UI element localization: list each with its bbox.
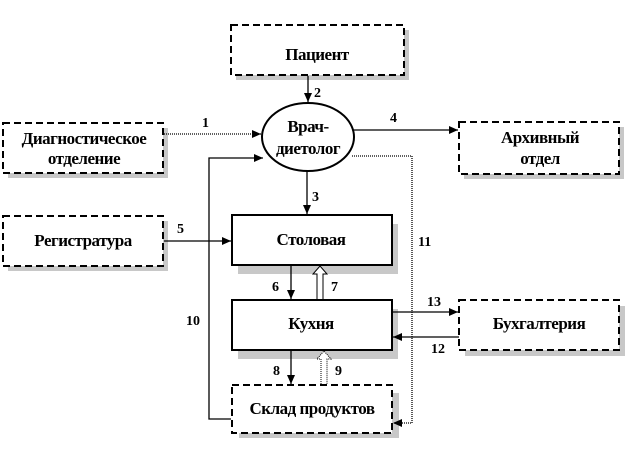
node-dietitian-label-line1: Врач-: [287, 117, 329, 136]
node-diagnostic-label-line2: отделение: [48, 149, 121, 168]
edge-7-label: 7: [331, 280, 338, 295]
edge-2-label: 2: [314, 86, 321, 101]
edge-12: 12: [393, 333, 459, 357]
node-diagnostic-label-line1: Диагностическое: [22, 129, 148, 148]
edge-5-label: 5: [177, 222, 184, 237]
edge-6: 6: [272, 266, 295, 299]
node-dietitian: Врач- диетолог: [261, 102, 355, 172]
node-archive: Архивный отдел: [458, 121, 624, 179]
edge-13: 13: [393, 295, 458, 316]
node-archive-label-line2: отдел: [520, 149, 561, 168]
edge-4: 4: [352, 111, 458, 134]
edge-9-label: 9: [335, 364, 342, 379]
edge-3-label: 3: [312, 190, 319, 205]
edge-2: 2: [304, 76, 321, 102]
node-accounting-label: Бухгалтерия: [493, 314, 586, 333]
node-warehouse: Склад продуктов: [231, 384, 399, 438]
edge-1: 1: [164, 116, 261, 138]
edge-1-label: 1: [202, 116, 209, 131]
edge-8: 8: [273, 351, 295, 384]
node-dietitian-label-line2: диетолог: [276, 139, 341, 158]
node-patient-label: Пациент: [285, 45, 350, 64]
node-accounting: Бухгалтерия: [458, 299, 625, 356]
node-diagnostic: Диагностическое отделение: [2, 122, 168, 178]
edge-6-label: 6: [272, 280, 279, 295]
node-canteen: Столовая: [231, 214, 398, 274]
node-kitchen-label: Кухня: [288, 314, 334, 333]
edge-11-label: 11: [418, 235, 431, 250]
edge-4-label: 4: [390, 111, 397, 126]
edge-8-label: 8: [273, 364, 280, 379]
edge-10: 10: [186, 154, 263, 420]
edge-11: 11: [352, 155, 431, 427]
node-canteen-label: Столовая: [277, 230, 346, 249]
node-registry: Регистратура: [2, 215, 168, 271]
edge-10-label: 10: [186, 314, 200, 329]
edge-3: 3: [303, 171, 319, 214]
edge-7: 7: [311, 265, 338, 299]
edge-5: 5: [164, 222, 231, 245]
node-patient: Пациент: [230, 24, 409, 80]
node-kitchen: Кухня: [231, 299, 398, 359]
node-archive-label-line1: Архивный: [501, 128, 580, 147]
edge-9: 9: [315, 350, 342, 384]
node-registry-label: Регистратура: [34, 231, 132, 250]
edge-12-label: 12: [431, 342, 445, 357]
edge-13-label: 13: [427, 295, 441, 310]
node-warehouse-label: Склад продуктов: [250, 399, 375, 418]
